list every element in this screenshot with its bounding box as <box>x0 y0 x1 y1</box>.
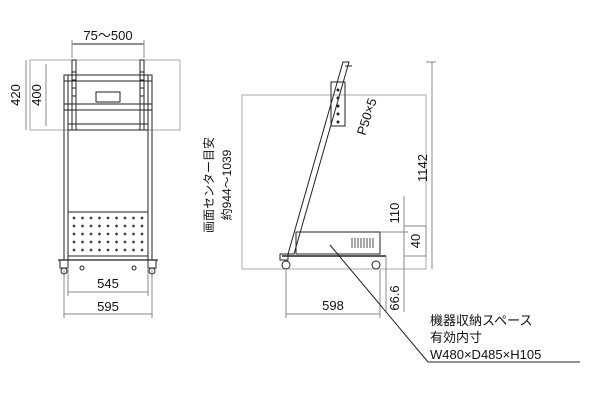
perforation-hole <box>106 216 110 220</box>
perforation-hole <box>106 232 110 236</box>
perforation-hole <box>115 240 118 244</box>
screen-center-range: 約944〜1039 <box>219 149 234 220</box>
perforation-hole <box>89 216 93 220</box>
perforation-hole <box>115 248 118 252</box>
perforation-hole <box>106 240 110 244</box>
perforation-hole <box>72 216 76 220</box>
perforation-hole <box>81 240 84 244</box>
side-view: 画面センター目安 約944〜1039 P50×5 1142 110 40 66.… <box>201 61 580 363</box>
storage-note: 機器収納スペース 有効内寸 W480×D485×H105 <box>430 314 541 362</box>
side-front-caster-icon <box>281 260 291 270</box>
dim-clearance: 66.6 <box>387 285 402 310</box>
perforation-hole <box>123 248 127 252</box>
perforation-hole <box>72 240 76 244</box>
perforation-hole <box>98 232 101 236</box>
perforation-hole <box>72 232 76 236</box>
perforation-hole <box>140 240 144 244</box>
perforation-hole <box>72 248 76 252</box>
bracket-plate <box>95 91 121 103</box>
perforation-hole <box>115 232 118 236</box>
right-mount-rail <box>139 59 145 131</box>
perforation-hole <box>132 240 135 244</box>
mount-pitch-label: P50×5 <box>354 96 380 137</box>
side-rear-caster-icon <box>371 260 381 270</box>
perforation-hole <box>123 216 127 220</box>
perforation-hole <box>98 224 101 228</box>
perforation-hole <box>123 240 127 244</box>
storage-leader-line <box>329 244 429 363</box>
right-foot <box>147 259 157 269</box>
top-cross-bar <box>63 74 153 82</box>
left-mount-rail <box>71 59 77 131</box>
side-reference-box <box>241 94 427 270</box>
left-foot <box>59 259 69 269</box>
dim-height-420: 420 <box>8 84 23 106</box>
lower-cross-bar <box>67 123 149 131</box>
perforation-hole <box>106 224 110 228</box>
perforation-hole <box>89 224 93 228</box>
perforation-hole <box>81 216 84 220</box>
perforation-hole <box>132 232 135 236</box>
perforation-hole <box>89 248 93 252</box>
perforation-hole <box>89 240 93 244</box>
screen-center-label: 画面センター目安 <box>201 137 216 233</box>
dim-top-width: 75〜500 <box>83 28 132 43</box>
perforation-hole <box>115 216 118 220</box>
dim-40: 40 <box>408 234 423 248</box>
right-post <box>147 74 153 261</box>
perforation-hole <box>98 248 101 252</box>
perforation-hole <box>72 224 76 228</box>
perforation-hole <box>81 224 84 228</box>
perforation-hole <box>132 224 135 228</box>
panel-reference-box <box>29 59 181 131</box>
perforation-hole <box>98 240 101 244</box>
slanted-column <box>287 61 350 255</box>
front-view: 75〜500 420 400 545 595 <box>8 28 181 318</box>
perforation-hole <box>81 248 84 252</box>
perforation-hole <box>115 224 118 228</box>
storage-note-line2: 有効内寸 <box>430 330 482 346</box>
perforation-hole <box>132 248 135 252</box>
perforation-hole <box>98 216 101 220</box>
dim-inner-width: 545 <box>97 276 119 291</box>
perforation-hole <box>81 232 84 236</box>
vent-slots <box>351 238 374 248</box>
dim-40-box <box>403 225 427 257</box>
perforated-panel <box>67 211 149 257</box>
perforation-hole <box>106 248 110 252</box>
left-post <box>63 74 69 261</box>
perforation-hole <box>140 224 144 228</box>
perforation-hole <box>140 248 144 252</box>
perforation-hole <box>140 232 144 236</box>
perforation-hole <box>140 216 144 220</box>
side-foot <box>279 253 289 261</box>
dim-outer-width: 595 <box>97 299 119 314</box>
perforation-hole <box>123 224 127 228</box>
storage-note-line1: 機器収納スペース <box>430 314 532 329</box>
perforation-hole <box>123 232 127 236</box>
mount-plate <box>330 81 346 127</box>
dim-height-400: 400 <box>29 84 44 106</box>
perforation-hole <box>89 232 93 236</box>
storage-note-line3: W480×D485×H105 <box>430 347 541 362</box>
perforation-holes <box>72 216 144 252</box>
middle-cross-bar <box>63 103 153 111</box>
dim-depth: 598 <box>322 298 344 313</box>
dim-total-height: 1142 <box>415 154 430 182</box>
perforation-hole <box>132 216 135 220</box>
dim-110: 110 <box>387 203 402 224</box>
